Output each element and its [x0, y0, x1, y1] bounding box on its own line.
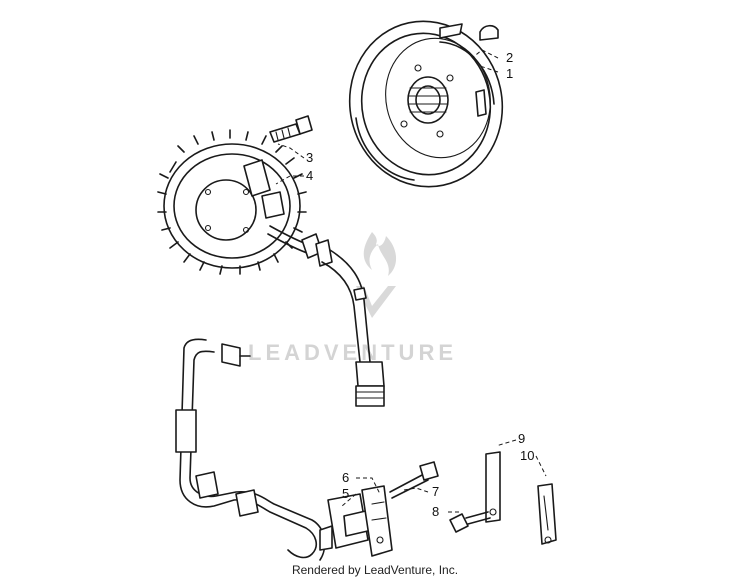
rendered-by-footer: Rendered by LeadVenture, Inc. [291, 563, 459, 577]
ground-strap-10 [537, 483, 557, 545]
watermark: LEADVENTURE [248, 232, 457, 365]
bolt-7 [389, 461, 439, 499]
stator-screw [269, 115, 313, 143]
callout-labels: 1 2 3 4 5 6 7 8 9 10 [306, 50, 534, 519]
stator-harness [301, 233, 385, 407]
ground-strap-9 [485, 451, 501, 523]
watermark-text: LEADVENTURE [248, 340, 457, 365]
callout-7: 7 [432, 484, 439, 499]
watermark-flame-icon [363, 232, 397, 276]
callout-9: 9 [518, 431, 525, 446]
callout-10: 10 [520, 448, 534, 463]
trigger-harness [175, 338, 333, 561]
leader-lines [275, 49, 547, 513]
woodruff-key [479, 24, 499, 41]
callout-6: 6 [342, 470, 349, 485]
callout-1: 1 [506, 66, 513, 81]
callout-3: 3 [306, 150, 313, 165]
flywheel [348, 20, 504, 188]
callout-8: 8 [432, 504, 439, 519]
bolt-8 [449, 511, 491, 533]
pickup-coil-and-bracket [327, 485, 393, 557]
callout-5: 5 [342, 486, 349, 501]
callout-4: 4 [306, 168, 313, 183]
stator [157, 129, 313, 275]
callout-2: 2 [506, 50, 513, 65]
